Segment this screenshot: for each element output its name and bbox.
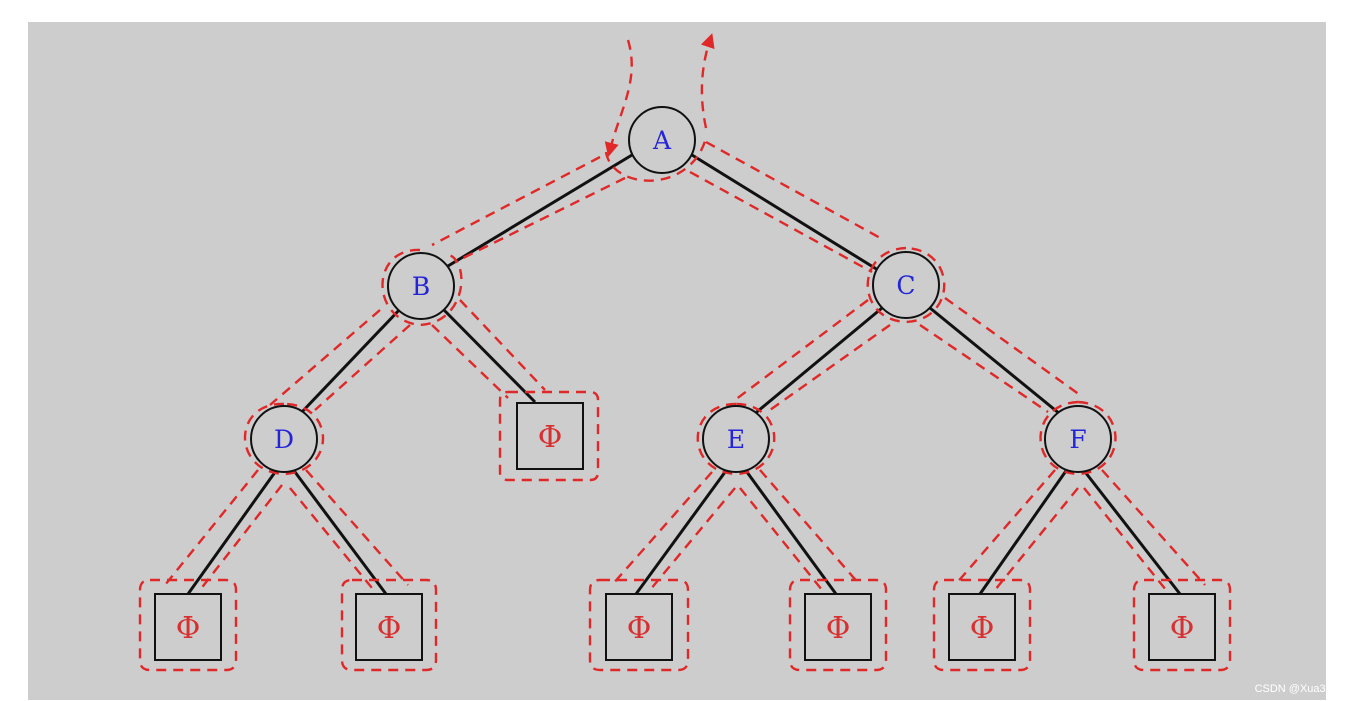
- edge-F-null-right: [1080, 467, 1182, 595]
- path-around-D: [243, 402, 325, 476]
- path-around-A: [604, 137, 708, 182]
- null-symbol: Φ: [627, 611, 652, 646]
- null-node-F-left: Φ: [948, 593, 1016, 661]
- edge-D-null-left: [186, 467, 280, 595]
- path-B-null-outer: [459, 299, 546, 391]
- path-C-F-inner: [919, 324, 1049, 413]
- edge-C-F: [929, 306, 1061, 416]
- node-A-label: A: [652, 126, 672, 155]
- path-D-right-outer: [305, 469, 409, 586]
- null-symbol: Φ: [1170, 611, 1195, 646]
- edge-E-null-left: [634, 467, 730, 595]
- entry-arrow-path: [604, 39, 633, 157]
- path-around-null-B: [498, 390, 600, 482]
- path-E-right-inner: [739, 487, 823, 591]
- path-around-null-D-right: [340, 578, 438, 672]
- edge-B-null: [439, 305, 537, 404]
- null-node-D-right: Φ: [355, 593, 423, 661]
- edge-C-E: [751, 306, 883, 418]
- path-F-right-outer: [1101, 469, 1206, 586]
- exit-arrow-path: [700, 33, 715, 129]
- traversal-path: [138, 33, 1232, 672]
- path-F-right-inner: [1083, 487, 1167, 591]
- path-around-F: [1039, 400, 1117, 476]
- path-C-E-inner: [769, 324, 891, 411]
- path-around-B: [381, 248, 463, 327]
- node-F-label: F: [1069, 425, 1086, 454]
- node-C-label: C: [896, 271, 915, 300]
- path-D-right-inner: [289, 487, 373, 589]
- null-node-F-right: Φ: [1148, 593, 1216, 661]
- path-F-left-inner: [994, 487, 1079, 591]
- edge-B-D: [298, 305, 404, 416]
- path-around-null-F-right: [1132, 578, 1232, 672]
- path-B-D-outer: [269, 309, 381, 406]
- node-E-label: E: [727, 425, 745, 454]
- watermark-text: CSDN @Xua3055: [1254, 683, 1344, 695]
- path-F-left-outer: [954, 469, 1056, 586]
- path-D-left-outer: [164, 469, 259, 586]
- node-B-label: B: [412, 272, 430, 301]
- path-A-B-outer: [431, 155, 601, 247]
- null-node-B-right: Φ: [516, 402, 584, 470]
- path-C-E-outer: [734, 299, 869, 401]
- edge-E-null-right: [742, 467, 838, 595]
- path-A-C-inner: [689, 170, 873, 274]
- null-symbol: Φ: [970, 611, 995, 646]
- path-around-null-D-left: [138, 578, 238, 672]
- null-symbol: Φ: [176, 611, 201, 646]
- path-around-E: [696, 402, 776, 476]
- path-around-null-F-left: [932, 578, 1032, 672]
- path-around-null-E-right: [788, 578, 888, 672]
- null-node-D-left: Φ: [154, 593, 222, 661]
- path-around-C: [866, 246, 946, 324]
- node-B: B: [387, 252, 455, 320]
- edge-A-C: [691, 153, 879, 272]
- node-A: A: [628, 106, 696, 174]
- edge-F-null-left: [978, 467, 1070, 595]
- edge-A-B: [447, 153, 633, 268]
- node-C: C: [872, 251, 940, 319]
- null-symbol: Φ: [826, 611, 851, 646]
- node-D-label: D: [274, 425, 294, 454]
- node-E: E: [702, 405, 770, 473]
- null-symbol: Φ: [538, 420, 563, 455]
- path-C-F-outer: [944, 297, 1081, 396]
- node-F: F: [1044, 405, 1112, 473]
- edge-D-null-right: [290, 467, 388, 595]
- null-symbol: Φ: [377, 611, 402, 646]
- null-node-E-left: Φ: [605, 593, 673, 661]
- path-around-null-E-left: [588, 578, 690, 672]
- node-D: D: [250, 405, 318, 473]
- path-E-left-outer: [611, 471, 713, 586]
- path-D-left-inner: [199, 484, 283, 591]
- path-E-right-outer: [759, 469, 861, 586]
- path-A-C-outer: [705, 140, 885, 242]
- path-B-null-inner: [431, 324, 509, 399]
- tree-edges: [186, 153, 1182, 595]
- path-A-B-inner: [454, 176, 626, 264]
- null-node-E-right: Φ: [804, 593, 872, 661]
- path-B-D-inner: [314, 324, 411, 411]
- path-E-left-inner: [649, 487, 736, 591]
